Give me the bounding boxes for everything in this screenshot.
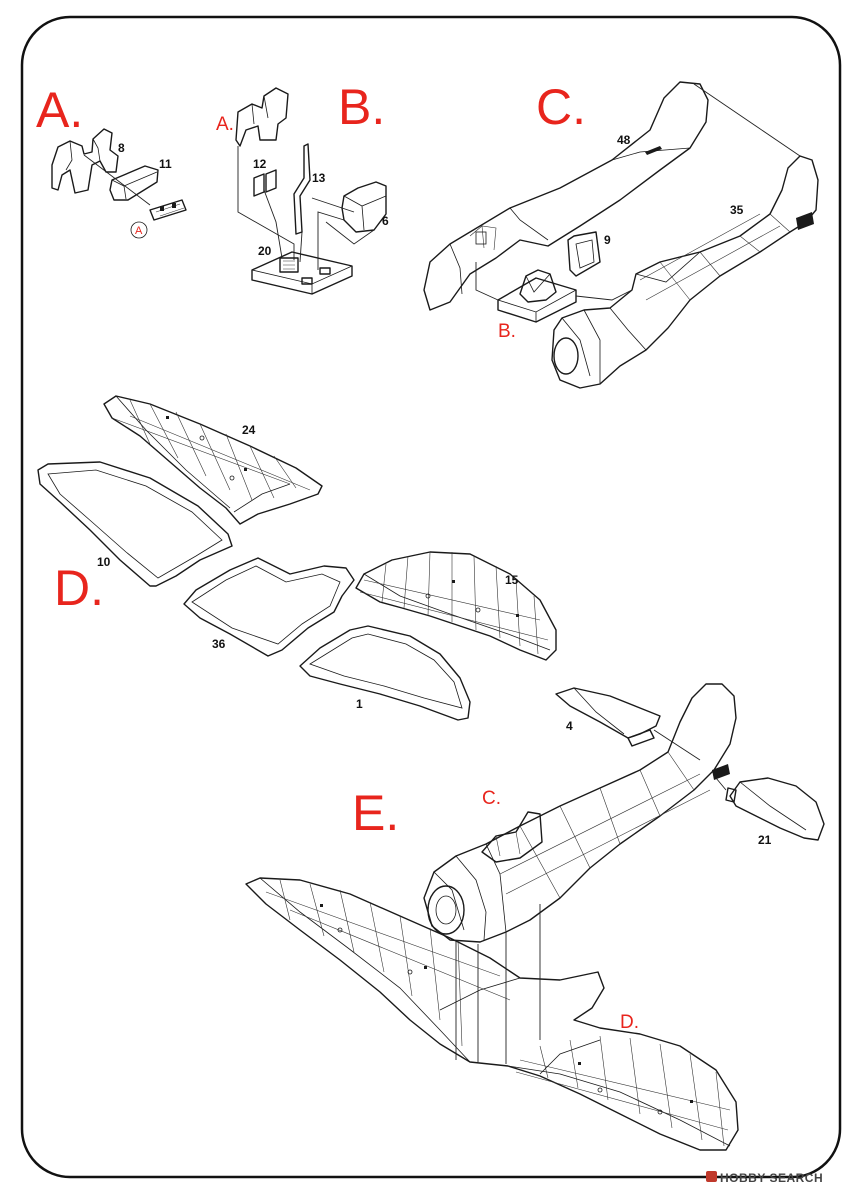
step-e-ref-d: D.: [620, 1012, 639, 1033]
part-11-number: 11: [159, 157, 172, 171]
part-6-drawing: [341, 181, 387, 233]
step-d-label: D.: [54, 560, 104, 616]
part-11-drawing: [109, 165, 159, 201]
step-c-ref-b: B.: [498, 321, 516, 342]
step-b-ref-a: A.: [216, 114, 234, 135]
part-35-number: 35: [730, 203, 744, 217]
circled-ref-a-letter: A: [135, 225, 143, 237]
step-b-label: B.: [338, 79, 385, 135]
seat-assembly-drawing: [235, 87, 289, 147]
step-e-label: E.: [352, 785, 399, 841]
step-c: C. 48 9 B.: [423, 79, 819, 389]
part-24-number: 24: [242, 423, 256, 437]
part-12-number: 12: [253, 157, 267, 171]
watermark-text: HOBBY SEARCH: [720, 1171, 823, 1185]
part-21-number: 21: [758, 833, 772, 847]
part-21-drawing: [725, 777, 825, 841]
part-48-drawing: [423, 81, 709, 311]
page-border: [20, 15, 842, 1179]
part-36-number: 36: [212, 637, 226, 651]
step-d: D. 24 10 36: [37, 395, 557, 721]
step-c-label: C.: [536, 79, 586, 135]
part-4-drawing: [555, 687, 661, 747]
part-10-drawing: [37, 461, 233, 587]
wing-assembly-drawing: [245, 877, 739, 1151]
part-9-drawing: [567, 231, 601, 277]
part-6-number: 6: [382, 214, 389, 228]
circled-ref-a: [130, 221, 148, 239]
seat-belt-part: [149, 199, 187, 221]
part-1-number: 1: [356, 697, 363, 711]
part-12-drawing: [253, 169, 277, 197]
part-15-drawing: [355, 551, 557, 661]
part-35-drawing: [551, 155, 819, 389]
part-8-drawing: [51, 128, 119, 194]
step-a: A. 8 11 A: [36, 82, 187, 239]
part-9-number: 9: [604, 233, 611, 247]
step-b: B. A. 12 13 6 20: [216, 79, 389, 295]
step-e-ref-c: C.: [482, 788, 501, 809]
floor-plate-drawing: [251, 251, 353, 295]
part-13-number: 13: [312, 171, 326, 185]
part-24-drawing: [103, 395, 323, 525]
part-1-drawing: [299, 625, 471, 721]
fuselage-assembly-drawing: [423, 683, 737, 943]
part-4-number: 4: [566, 719, 573, 733]
cockpit-tub-drawing: [497, 269, 577, 323]
part-15-number: 15: [505, 573, 519, 587]
part-48-number: 48: [617, 133, 631, 147]
step-e: E. C. D. 4 21: [245, 683, 825, 1151]
part-36-drawing: [183, 557, 355, 657]
part-10-number: 10: [97, 555, 111, 569]
hobby-search-watermark: HOBBY SEARCH: [706, 1171, 823, 1185]
step-a-label: A.: [36, 82, 83, 138]
part-20-number: 20: [258, 244, 272, 258]
part-8-number: 8: [118, 141, 125, 155]
